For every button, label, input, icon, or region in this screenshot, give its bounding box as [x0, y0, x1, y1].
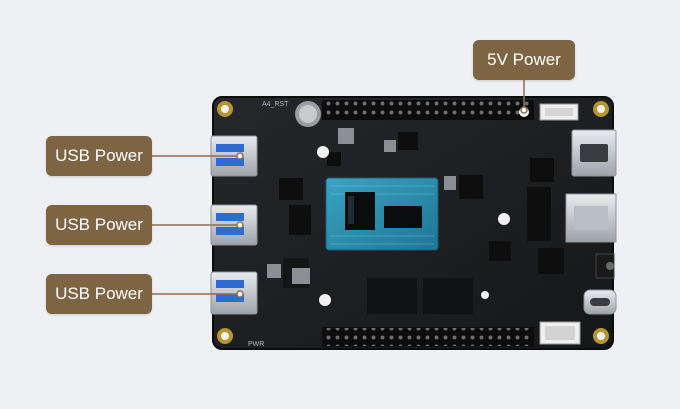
callout-usb-power-1: USB Power — [46, 136, 152, 176]
ethernet-port — [565, 193, 617, 243]
callout-usb-power-3: USB Power — [46, 274, 152, 314]
usb-port-3 — [210, 271, 258, 315]
top-gpio-header — [322, 100, 534, 120]
usb-c-port — [583, 289, 617, 315]
callout-5v-power: 5V Power — [473, 40, 575, 80]
bottom-connector — [539, 321, 581, 345]
leader-endpoints — [236, 106, 528, 298]
callout-usb-power-2: USB Power — [46, 205, 152, 245]
silkscreen-top: A4_RST — [262, 101, 289, 108]
battery-holder — [295, 101, 321, 127]
bottom-gpio-header — [322, 327, 534, 347]
hdmi-port — [571, 129, 617, 177]
silkscreen-bottom: PWR — [248, 341, 264, 348]
mounting-holes — [217, 101, 609, 344]
cpu-package — [325, 177, 439, 251]
fan-connector — [539, 103, 579, 121]
leader-lines — [152, 80, 525, 295]
memory-chips — [367, 278, 473, 314]
misc-ics — [267, 128, 564, 288]
audio-jack — [595, 253, 615, 279]
